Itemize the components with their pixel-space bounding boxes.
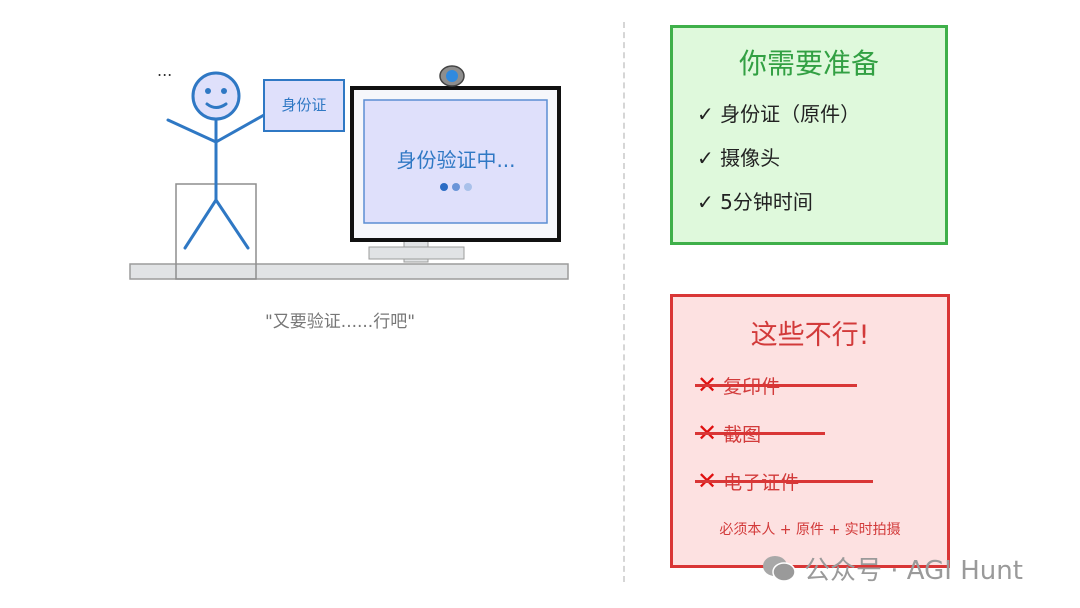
divider [623, 22, 625, 582]
loading-dot-1 [440, 183, 448, 191]
prepare-item: ✓ 摄像头 [697, 142, 780, 171]
right-eye [221, 88, 227, 94]
watermark-text: 公众号 · AGI Hunt [804, 556, 1023, 586]
stick-figure [166, 71, 266, 250]
caption: "又要验证......行吧" [264, 312, 416, 332]
forbidden-note: 必须本人 + 原件 + 实时拍摄 [719, 522, 901, 538]
check-icon: ✓ [697, 102, 714, 126]
forbidden-box: 这些不行! ✕ 复印件 ✕ 截图 ✕ 电子证件 必须本人 + 原件 + 实时拍摄 [670, 294, 950, 568]
thought-dots: ... [157, 61, 172, 80]
prepare-item-label: 身份证（原件） [720, 102, 861, 126]
webcam-lens [446, 70, 458, 82]
verification-scene: ... 身份证 身份验证中... [129, 61, 569, 280]
forbidden-title: 这些不行! [750, 320, 870, 351]
monitor-base [368, 246, 465, 260]
left-eye [205, 88, 211, 94]
prepare-item: ✓ 5分钟时间 [697, 186, 813, 215]
id-card [263, 79, 345, 132]
screen-text: 身份验证中... [396, 148, 515, 172]
monitor-screen [363, 99, 548, 224]
check-icon: ✓ [697, 190, 714, 214]
loading-dot-2 [452, 183, 460, 191]
prepare-box: 你需要准备 ✓ 身份证（原件） ✓ 摄像头 ✓ 5分钟时间 [670, 25, 948, 245]
loading-dot-3 [464, 183, 472, 191]
id-card-label: 身份证 [281, 96, 326, 114]
strikethrough-line [695, 432, 825, 435]
prepare-item-label: 5分钟时间 [720, 190, 813, 214]
prepare-item-label: 摄像头 [720, 146, 781, 170]
strikethrough-line [695, 480, 873, 483]
wechat-icon [763, 555, 796, 582]
watermark: 公众号 · AGI Hunt [762, 550, 1023, 587]
strikethrough-line [695, 384, 857, 387]
desk [129, 263, 569, 280]
prepare-item: ✓ 身份证（原件） [697, 98, 860, 127]
prepare-title: 你需要准备 [738, 47, 879, 80]
check-icon: ✓ [697, 146, 714, 170]
